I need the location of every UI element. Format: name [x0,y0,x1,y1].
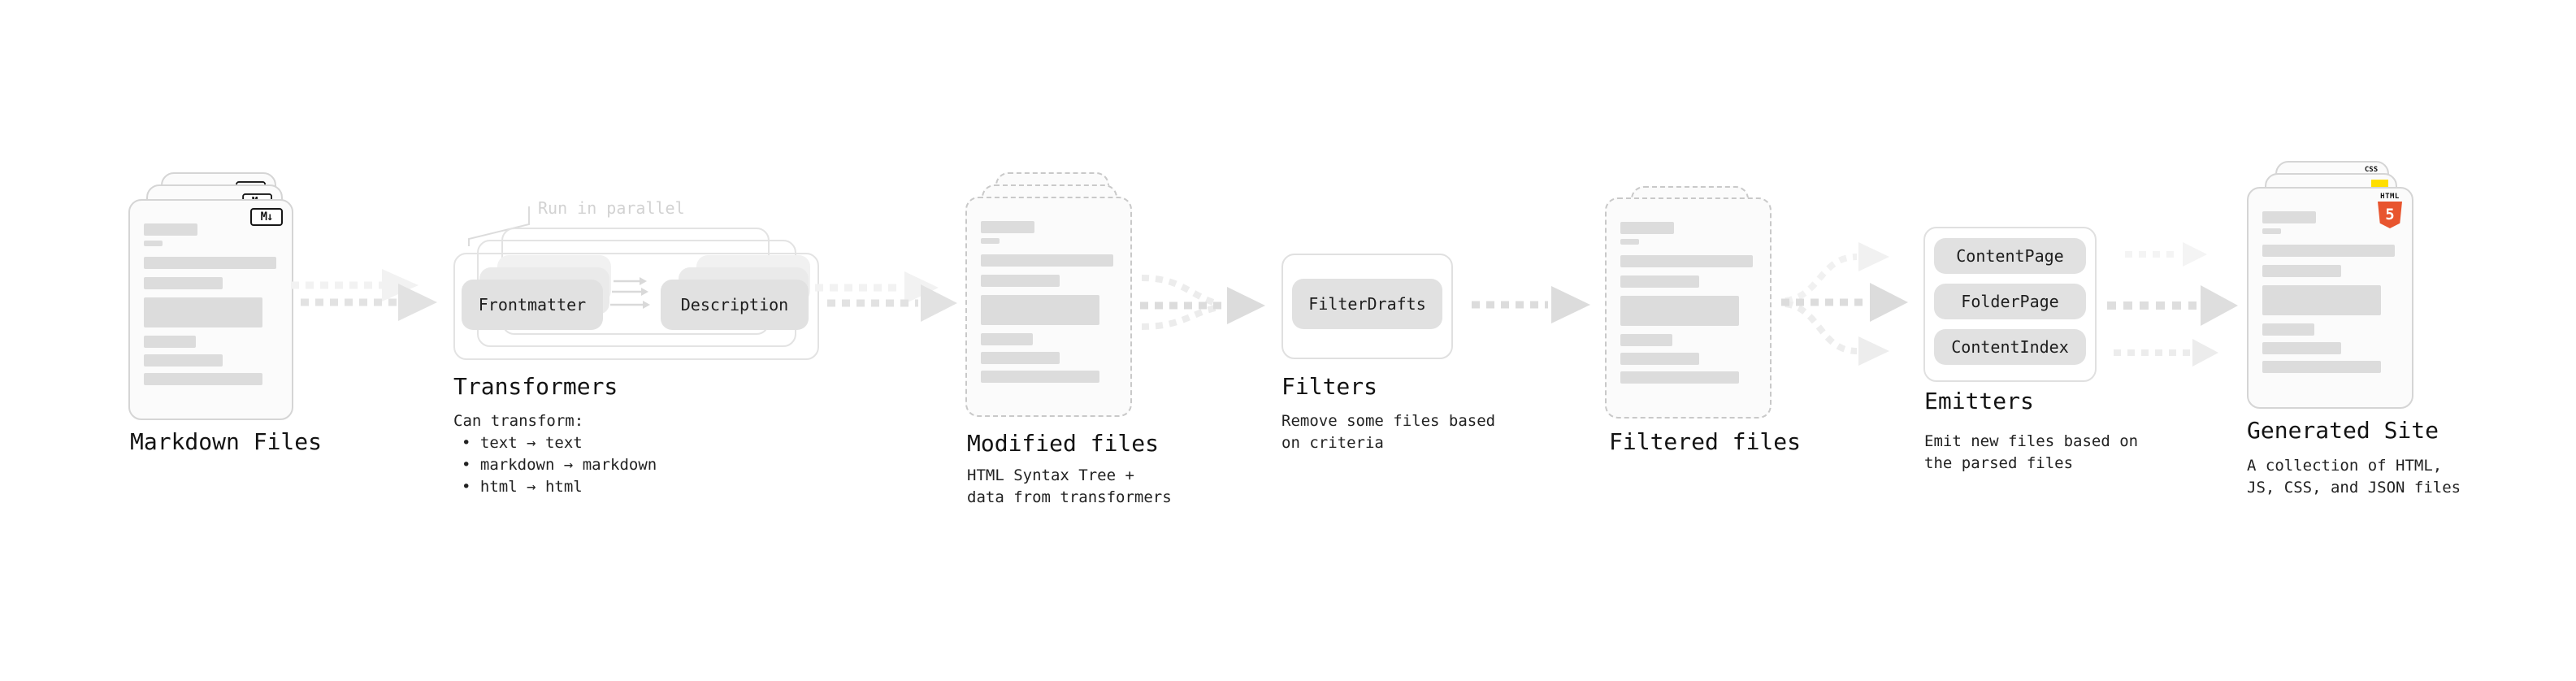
emitter-pill-folderpage: FolderPage [1934,284,2086,319]
transformers-section: Run in parallel Frontmatter Description … [453,198,827,681]
run-in-parallel-annotation: Run in parallel [538,198,685,218]
section-subtitle: Emit new files based on the parsed files [1924,431,2138,475]
transformer-box-front [453,253,819,360]
subtitle-line: HTML Syntax Tree + [967,466,1134,484]
placeholder-line [981,352,1060,364]
markdown-icon: M↓ [250,208,283,226]
emitter-pill-contentpage: ContentPage [1934,238,2086,274]
placeholder-line [144,297,262,327]
placeholder-line [1620,222,1674,234]
placeholder-line [1620,353,1699,365]
generated-site-section: CSS HTML 5 Generated Site A collection o… [2247,161,2461,681]
flow-arrow-emitters-to-site [2107,242,2238,367]
flow-arrow-filtered-to-emitters [1781,242,1908,366]
transformer-pill-description: Description [661,280,809,330]
subtitle-line: JS, CSS, and JSON files [2247,479,2461,497]
placeholder-line [2262,361,2381,373]
subtitle-line: on criteria [1281,434,1384,452]
filtered-files-section: Filtered files [1605,186,1808,674]
placeholder-line [1620,371,1739,384]
section-subtitle: A collection of HTML, JS, CSS, and JSON … [2247,455,2461,499]
placeholder-line [2262,265,2341,277]
section-subtitle: HTML Syntax Tree + data from transformer… [967,465,1172,509]
section-title: Generated Site [2247,417,2439,444]
section-title: Filtered files [1609,428,1802,455]
section-title: Modified files [967,430,1160,457]
section-title: Markdown Files [130,428,323,455]
subtitle-line: Can transform: [453,412,584,430]
html5-wordmark: HTML [2380,193,2400,201]
bullet-line: • text → text [462,434,583,452]
placeholder-line [1620,334,1672,346]
section-subtitle: Can transform: • text → text • markdown … [453,410,657,498]
placeholder-line [981,254,1113,267]
subtitle-line: Remove some files based [1281,412,1496,430]
bullet-line: • markdown → markdown [462,456,657,474]
flow-arrow-markdown-to-transformers [291,269,437,321]
transformer-pill-frontmatter: Frontmatter [462,280,603,330]
html5-shield: 5 [2378,202,2402,228]
section-subtitle: Remove some files based on criteria [1281,410,1495,454]
modified-files-section: Modified files HTML Syntax Tree + data f… [965,172,1172,681]
emitter-pill-contentindex: ContentIndex [1934,329,2086,365]
file-card [1605,197,1772,419]
file-card [965,197,1132,417]
annotation-leader-line [468,206,530,246]
placeholder-line [144,277,223,289]
placeholder-line [2262,228,2281,234]
parallel-arrows-icon [610,277,650,309]
placeholder-line [2262,245,2395,257]
placeholder-line [981,275,1060,287]
placeholder-line [981,295,1099,325]
placeholder-line [2262,323,2314,336]
placeholder-line [144,373,262,385]
placeholder-line [1620,275,1699,288]
placeholder-line [144,354,223,367]
placeholder-line [144,241,163,246]
placeholder-line [144,257,276,269]
filter-pill-filterdrafts: FilterDrafts [1292,279,1442,329]
bullet-line: • html → html [462,478,583,496]
placeholder-line [2262,285,2381,315]
file-card: M↓ [128,199,293,420]
subtitle-line: Emit new files based on [1924,432,2139,450]
markdown-files-section: M↓ M↓ M↓ Markdown Files [128,172,332,681]
flow-arrow-transformers-to-modified [815,271,957,322]
section-title: Emitters [1924,388,2034,414]
placeholder-line [2262,342,2341,354]
placeholder-line [144,336,196,348]
html5-icon: HTML 5 [2375,193,2405,228]
section-title: Transformers [453,373,618,400]
placeholder-line [2262,211,2316,223]
placeholder-line [981,238,1000,244]
placeholder-line [981,221,1034,233]
filters-section: FilterDrafts Filters Remove some files b… [1281,254,1495,676]
placeholder-line [1620,296,1739,326]
section-title: Filters [1281,373,1378,400]
subtitle-line: data from transformers [967,488,1172,506]
flow-arrow-modified-to-filters [1140,275,1265,330]
placeholder-line [981,371,1099,383]
emitters-section: ContentPage FolderPage ContentIndex Emit… [1923,227,2138,674]
subtitle-line: A collection of HTML, [2247,457,2443,475]
placeholder-line [1620,255,1753,267]
placeholder-line [144,223,197,236]
subtitle-line: the parsed files [1924,454,2074,472]
placeholder-line [1620,239,1639,245]
file-card: HTML 5 [2247,187,2413,409]
placeholder-line [981,333,1033,345]
flow-arrow-filters-to-filtered [1472,286,1590,323]
